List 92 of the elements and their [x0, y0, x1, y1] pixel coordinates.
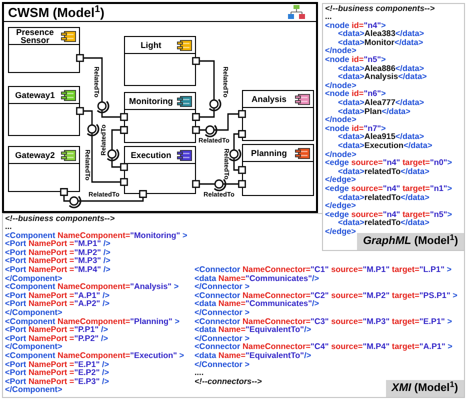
- code-line: <Connector NameConnector="C2" source="M.P2" target="PS.P1" >: [194, 292, 458, 300]
- panel-title: CWSM (Model$^{1}$): [8, 5, 104, 20]
- code-line: <edge source="n4" target="n1">: [325, 184, 452, 194]
- code-line: </Connector >: [194, 360, 250, 370]
- code-line: <Port NamePort ="E.P3" />: [5, 378, 110, 386]
- code-line: <data>Alea383</data>: [338, 30, 424, 39]
- component-name: Analysis: [252, 95, 286, 103]
- code-line: <Port NamePort ="P.P1" />: [5, 326, 108, 335]
- component-name: Gateway1: [15, 91, 55, 99]
- code-line: <Component NameComponent="Monitoring" >: [5, 232, 188, 240]
- code-panel: [2, 213, 465, 398]
- code-line: <!--business components-->: [325, 4, 435, 14]
- component-box: [124, 92, 196, 143]
- code-line: <data>Execution</data>: [338, 142, 432, 151]
- component-box: [8, 86, 80, 136]
- code-line: </edge>: [325, 176, 356, 185]
- code-line: <Port NamePort ="P.P2" />: [5, 334, 108, 343]
- code-line: <node id="n6">: [325, 90, 386, 99]
- code-line: <Component NameComponent="Planning" >: [5, 318, 180, 326]
- code-line: <!--connectors-->: [194, 378, 262, 386]
- code-line: </edge>: [325, 228, 356, 237]
- component-box: [124, 36, 196, 86]
- code-line: <data Name="EquivalentTo"/>: [194, 326, 312, 335]
- code-line: <data>Monitor</data>: [338, 38, 424, 47]
- code-line: ...: [5, 223, 12, 232]
- code-line: <edge source="n4" target="n5">: [325, 210, 452, 219]
- code-line: </node>: [325, 82, 356, 90]
- code-line: <node id="n5">: [325, 56, 386, 65]
- code-line: </node>: [325, 116, 356, 125]
- code-line: <Connector NameConnector="C3" source="M.P3" target="E.P1" >: [194, 318, 452, 326]
- component-name: Light: [140, 41, 162, 49]
- code-line: <data>Analysis</data>: [338, 73, 427, 82]
- code-line: </Connector >: [194, 283, 250, 292]
- connector: [76, 107, 128, 186]
- connector: [192, 180, 246, 188]
- code-line: <Port NamePort ="E.P1" />: [5, 360, 110, 369]
- code-line: </Component>: [5, 386, 62, 395]
- code-line: ....: [194, 369, 204, 378]
- component-box: [124, 146, 196, 194]
- code-line: <Connector NameConnector="C1" source="M.P1" target="L.P1" >: [194, 266, 452, 275]
- code-line: <Port NamePort ="E.P2" />: [5, 369, 110, 378]
- component-name: Presence Sensor: [15, 28, 55, 44]
- component-box: [242, 144, 314, 196]
- code-line: </edge>: [325, 202, 356, 211]
- code-line: <Port NamePort ="M.P1" />: [5, 240, 110, 249]
- component-name: Gateway2: [15, 151, 55, 159]
- code-line: <data>relatedTo</data>: [338, 219, 430, 228]
- code-line: <data Name="EquivalentTo"/>: [194, 352, 312, 361]
- component-name: Planning: [251, 149, 287, 157]
- component-box: [242, 90, 314, 141]
- code-line: <Port NamePort ="M.P2" />: [5, 248, 110, 257]
- code-line: <data>Alea886</data>: [338, 64, 424, 73]
- code-line: <data>Alea915</data>: [338, 133, 424, 142]
- code-line: </Component>: [5, 274, 62, 283]
- code-line: <Connector NameConnector="C4" source="M.P4" target="A.P1" >: [194, 343, 452, 352]
- connector: [111, 126, 128, 171]
- component-box: [8, 146, 80, 192]
- code-line: <Port NamePort ="M.P4" />: [5, 266, 110, 275]
- connector: [76, 54, 128, 121]
- code-panel: [322, 3, 465, 251]
- connector: [192, 110, 246, 134]
- code-line: </Connector >: [194, 334, 250, 343]
- code-line: <data>relatedTo</data>: [338, 194, 430, 202]
- code-line: <Component NameComponent="Analysis" >: [5, 283, 179, 292]
- panel-label: XMI (Model$^{1}$): [386, 380, 464, 397]
- connector: [192, 57, 215, 121]
- code-line: </node>: [325, 47, 356, 56]
- code-line: <data>relatedTo</data>: [338, 168, 430, 176]
- code-line: <node id="n7">: [325, 124, 386, 133]
- panel-label: GraphML (Model$^{1}$): [356, 233, 464, 250]
- code-line: </Connector >: [194, 309, 250, 318]
- code-line: <data>Plan</data>: [338, 108, 410, 116]
- connector: [60, 188, 147, 202]
- code-line: <data Name="Communicates"/>: [194, 274, 320, 283]
- code-line: ...: [325, 13, 332, 22]
- model-panel: [2, 2, 318, 213]
- connector: [233, 130, 246, 174]
- code-line: </Component>: [5, 343, 62, 352]
- code-line: <data Name="Communicates"/>: [194, 300, 320, 309]
- code-line: <!--business components-->: [5, 214, 115, 224]
- component-name: Execution: [130, 151, 172, 159]
- code-line: </node>: [325, 150, 356, 159]
- component-name: Monitoring: [129, 97, 173, 105]
- code-line: <Port NamePort ="M.P3" />: [5, 257, 110, 266]
- code-line: <Port NamePort ="A.P1" />: [5, 292, 110, 300]
- component-box: [8, 27, 80, 73]
- code-line: <data>Alea777</data>: [338, 99, 424, 108]
- code-line: <node id="n4">: [325, 22, 386, 30]
- code-line: </Component>: [5, 309, 62, 318]
- code-line: <edge source="n4" target="n0">: [325, 159, 452, 168]
- code-line: <Port NamePort ="A.P2" />: [5, 300, 110, 309]
- code-line: <Component NameComponent="Execution" >: [5, 352, 184, 361]
